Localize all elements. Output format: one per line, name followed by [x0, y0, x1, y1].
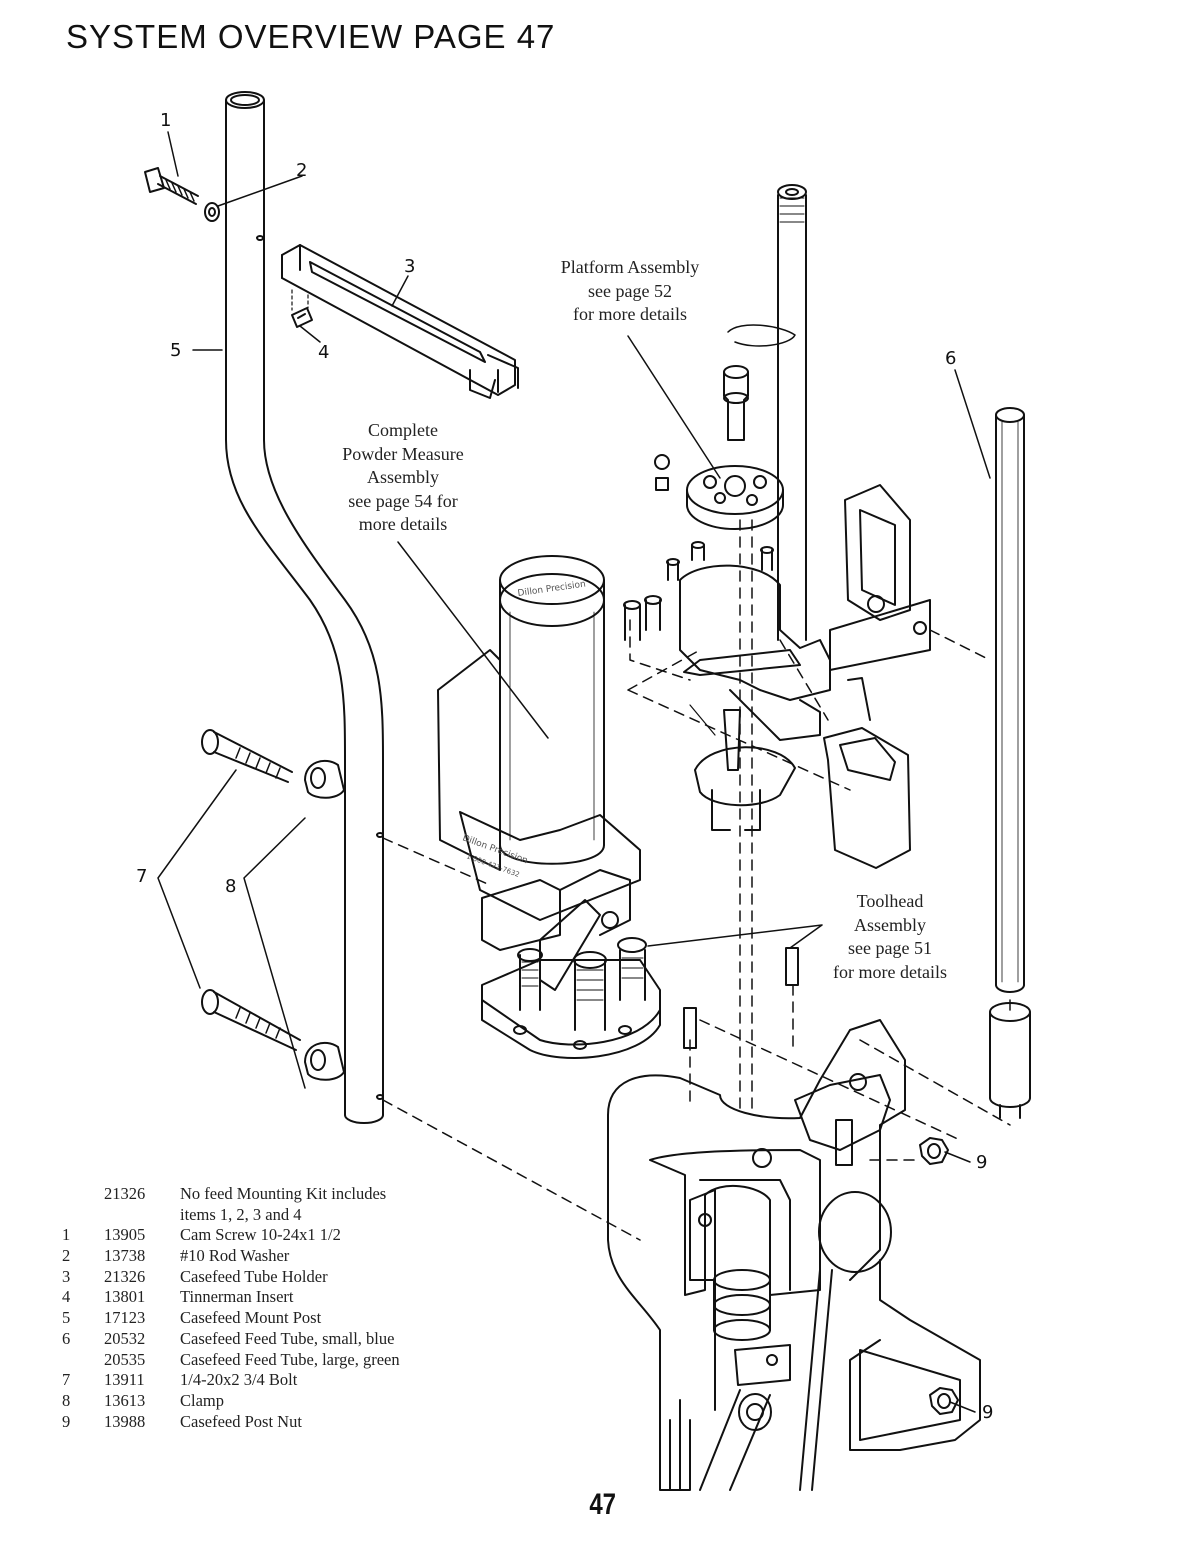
platform-assembly: [623, 365, 931, 869]
page-title: SYSTEM OVERVIEW PAGE 47: [66, 18, 556, 55]
toolhead-assembly-note: Toolhead Assembly see page 51 for more d…: [833, 891, 947, 982]
clamp-upper: [304, 760, 345, 799]
casefeed-tube-holder: [281, 244, 519, 399]
callout-8: 8: [225, 876, 237, 897]
press-frame: [607, 1019, 981, 1491]
powder-measure-assembly: [437, 555, 661, 1059]
callout-7: 7: [136, 866, 148, 887]
casefeed-post-nut-lower: [929, 1387, 959, 1415]
callout-4: 4: [318, 342, 330, 363]
page-number: 47: [589, 1488, 617, 1521]
callout-5: 5: [170, 340, 182, 361]
casefeed-mount-post: [225, 91, 384, 1124]
rod-washer: [204, 202, 220, 222]
toolhead-pin-b: [683, 1007, 697, 1049]
callout-1: 1: [160, 110, 172, 131]
bolt-upper: [201, 729, 293, 783]
callout-9-upper: 9: [976, 1152, 988, 1173]
casefeed-post-nut-upper: [919, 1137, 949, 1165]
platform-rod: [727, 184, 807, 641]
platform-assembly-note: Platform Assembly see page 52 for more d…: [560, 257, 700, 324]
cam-screw: [144, 167, 199, 205]
svg-text:Dillon Precision: Dillon Precision: [517, 580, 586, 599]
tinnerman-insert: [291, 307, 313, 328]
toolhead-pin-a: [785, 947, 799, 986]
parts-row: items 1, 2, 3 and 4: [180, 1204, 302, 1224]
callout-6: 6: [945, 348, 957, 369]
callout-9-lower: 9: [982, 1402, 994, 1423]
callout-2: 2: [296, 160, 308, 181]
bolt-lower: [201, 989, 301, 1051]
casefeed-feed-tube: [989, 407, 1031, 1119]
clamp-lower: [304, 1042, 345, 1081]
callout-3: 3: [404, 256, 416, 277]
powder-measure-note: Complete Powder Measure Assembly see pag…: [342, 420, 464, 534]
